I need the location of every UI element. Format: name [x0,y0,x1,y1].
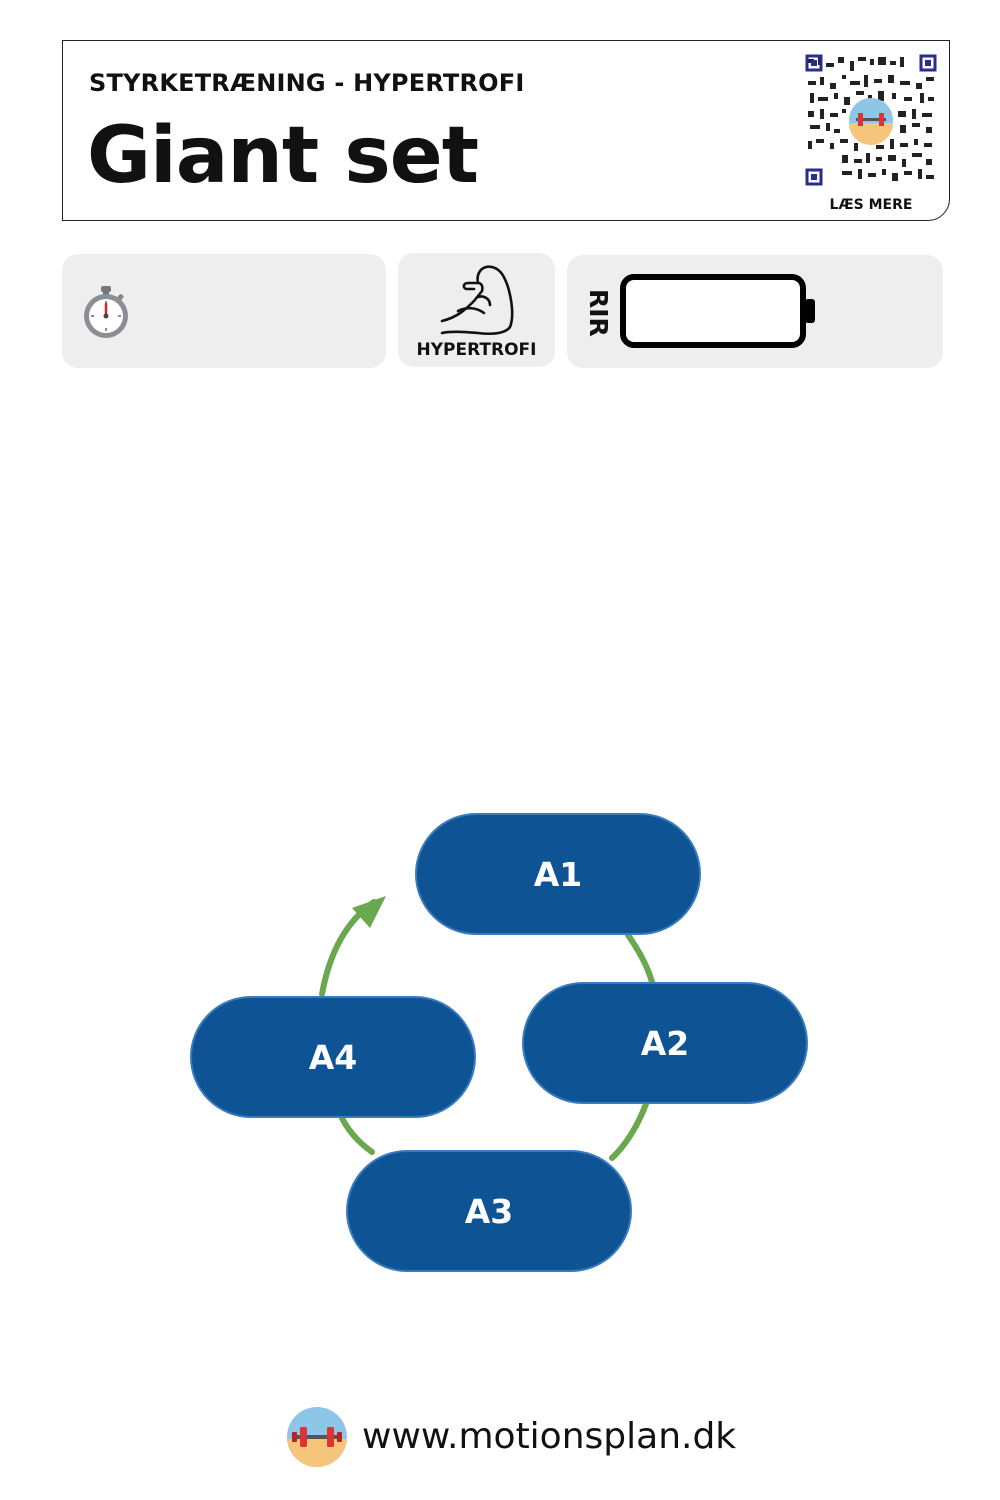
goal-card: HYPERTROFI [398,253,555,367]
node-a3: A3 [346,1150,632,1272]
goal-label: HYPERTROFI [416,340,537,360]
dumbbell-logo-icon [287,1407,347,1467]
time-card [62,254,386,368]
category-label: STYRKETRÆNING - HYPERTROFI [89,69,525,97]
arrowhead-a1 [352,896,386,928]
header-panel: STYRKETRÆNING - HYPERTROFI Giant set LÆS… [62,40,950,221]
footer: www.motionsplan.dk [0,1400,1000,1480]
website-link[interactable]: www.motionsplan.dk [362,1416,737,1457]
rir-label: RIR [584,289,613,337]
flexed-arm-icon [440,265,514,336]
cycle-arrows [319,896,655,1161]
arrow-a1-a2 [625,932,655,985]
qr-caption: LÆS MERE [829,197,913,213]
arrow-a2-a3 [609,1101,649,1161]
rir-card: RIR [567,255,943,368]
stopwatch-icon [84,286,128,338]
qr-code-icon[interactable] [804,53,938,187]
node-a4: A4 [190,996,476,1118]
giant-set-cycle-diagram: A1 A2 A3 A4 [0,780,1000,1300]
page-title: Giant set [87,111,479,201]
node-a2: A2 [522,982,808,1104]
battery-icon [620,274,815,348]
node-a1: A1 [415,813,701,935]
arrow-a3-a4 [339,1115,375,1155]
